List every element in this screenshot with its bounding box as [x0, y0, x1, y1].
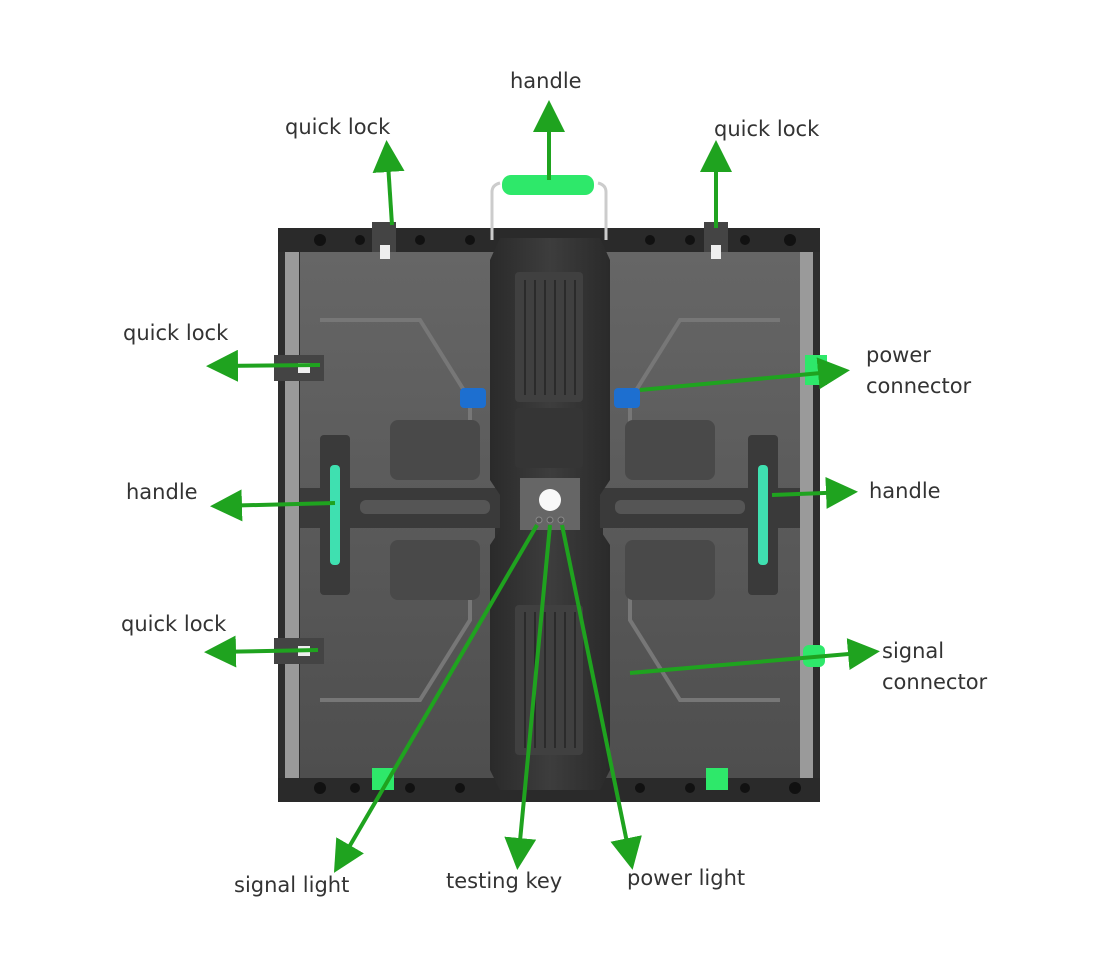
testing-key [539, 489, 561, 511]
label-handle-top: handle [510, 69, 582, 93]
quick-lock-top-left [372, 222, 396, 259]
cabinet-body [278, 228, 820, 802]
label-power-light: power light [627, 866, 746, 890]
label-signal-connector-line1: signal [882, 639, 945, 663]
label-handle-right: handle [869, 479, 941, 503]
label-handle-left: handle [126, 480, 198, 504]
label-quick-lock-top-left: quick lock [285, 115, 391, 139]
power-connector [805, 355, 827, 385]
quick-lock-left-upper [274, 355, 324, 381]
label-signal-light: signal light [234, 873, 350, 897]
right-handle [748, 435, 778, 595]
quick-lock-top-right [704, 222, 728, 259]
signal-light [535, 516, 543, 524]
label-quick-lock-top-right: quick lock [714, 117, 820, 141]
power-light [557, 516, 565, 524]
callout-arrows [204, 100, 880, 873]
label-power-connector-line1: power [866, 343, 931, 367]
top-handle [490, 175, 608, 240]
label-power-connector-line2: connector [866, 374, 972, 398]
label-signal-connector-line2: connector [882, 670, 988, 694]
label-power-connector: power connector [866, 340, 971, 402]
label-testing-key: testing key [446, 869, 563, 893]
quick-lock-bottom [372, 768, 728, 790]
left-handle [320, 435, 350, 595]
label-quick-lock-left-lower: quick lock [121, 612, 227, 636]
label-quick-lock-left-upper: quick lock [123, 321, 229, 345]
label-signal-connector: signal connector [882, 636, 987, 698]
testing-key-indicator [546, 516, 554, 524]
blue-power-cable-connectors [460, 388, 640, 408]
